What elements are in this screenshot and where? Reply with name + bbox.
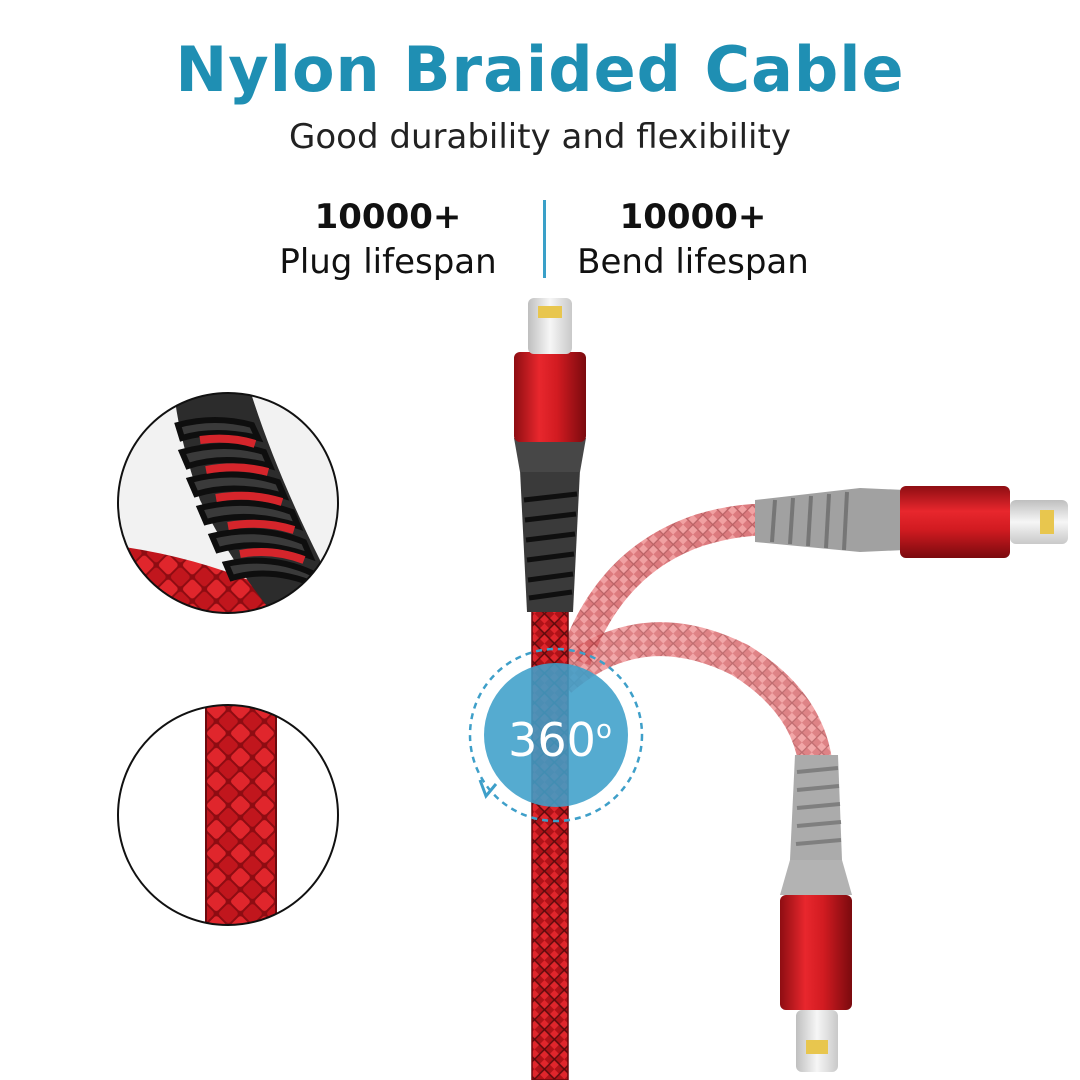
stat-bend-lifespan: 10000+ Bend lifespan [543,196,843,286]
zoom-connector-closeup [117,392,339,614]
rotation-badge-label: 360o [490,700,630,770]
lower-connector [780,895,852,1072]
bent-cable-lower [548,622,852,895]
page-subtitle: Good durability and flexibility [289,117,791,157]
stat-label: Plug lifespan [279,242,497,282]
rotation-value: 360 [508,713,596,767]
rotation-unit: o [595,715,612,745]
page-title: Nylon Braided Cable [175,33,905,106]
stat-plug-lifespan: 10000+ Plug lifespan [238,196,538,286]
right-connector [900,486,1068,558]
stat-value: 10000+ [314,197,462,237]
stat-divider [543,200,546,278]
zoom-braid-closeup [117,704,339,926]
bent-cable-upper [559,488,905,666]
stat-value: 10000+ [619,197,767,237]
rotation-360-icon [468,647,644,823]
stat-label: Bend lifespan [577,242,809,282]
